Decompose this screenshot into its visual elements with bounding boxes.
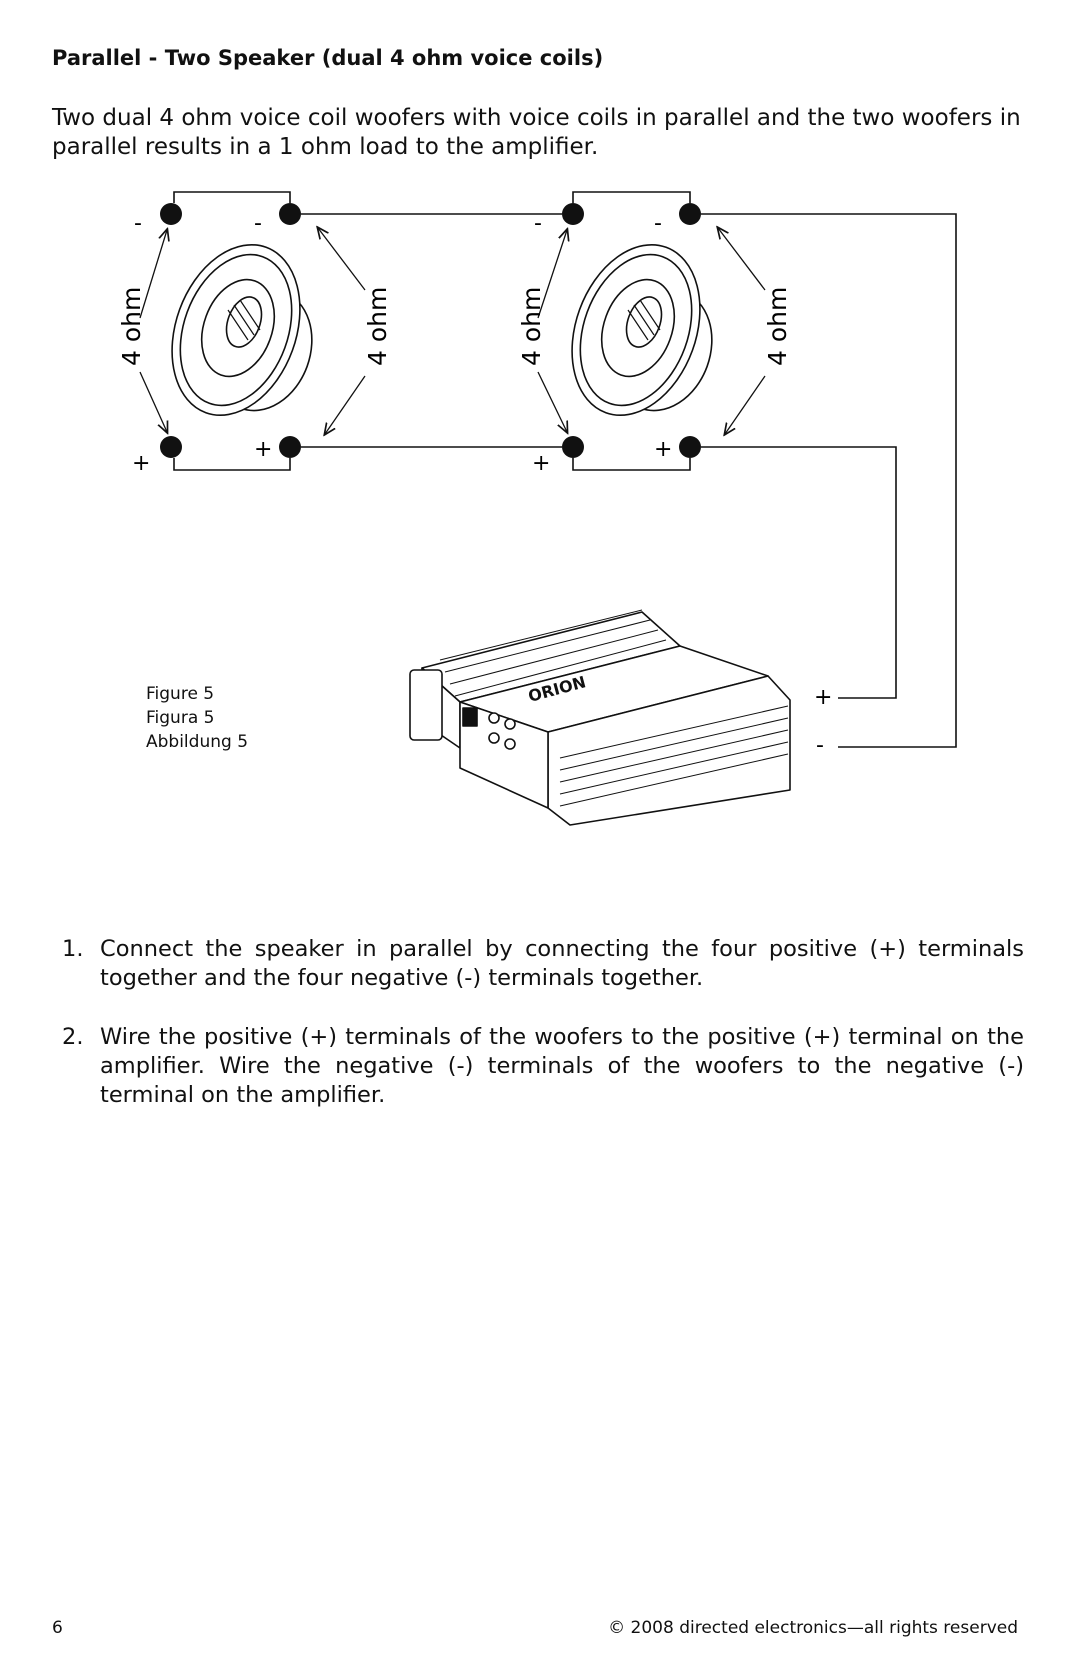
terminal-plus-icon <box>562 436 584 458</box>
terminal-minus-icon <box>562 203 584 225</box>
woofer-1: 4 ohm 4 ohm - - + + <box>117 191 392 476</box>
plus-label: + <box>654 437 672 462</box>
step-number: 1. <box>62 936 84 962</box>
plus-label: + <box>132 451 150 476</box>
page-number: 6 <box>52 1618 63 1638</box>
coil-impedance-label: 4 ohm <box>363 287 392 366</box>
amp-minus-label: - <box>816 733 824 758</box>
wiring-diagram: 4 ohm 4 ohm - - + + 4 ohm 4 ohm - - + + <box>117 191 957 826</box>
step-number: 2. <box>62 1024 84 1050</box>
woofer-2: 4 ohm 4 ohm - - + + <box>517 191 792 476</box>
plus-label: + <box>254 437 272 462</box>
positive-jumper <box>572 458 691 471</box>
step-text: Connect the speaker in parallel by conne… <box>100 936 1024 991</box>
figure-caption: Figure 5 Figura 5 Abbildung 5 <box>146 682 248 754</box>
minus-label: - <box>534 211 542 236</box>
negative-jumper <box>173 191 291 203</box>
amp-plus-label: + <box>814 685 832 710</box>
negative-wire-to-amp <box>701 213 957 748</box>
plus-label: + <box>532 451 550 476</box>
terminal-plus-icon <box>679 436 701 458</box>
list-item: 2. Wire the positive (+) terminals of th… <box>62 1023 1024 1110</box>
minus-label: - <box>654 211 662 236</box>
copyright-notice: © 2008 directed electronics—all rights r… <box>608 1618 1018 1638</box>
list-item: 1. Connect the speaker in parallel by co… <box>62 935 1024 993</box>
caption-english: Figure 5 <box>146 684 215 704</box>
caption-german: Abbildung 5 <box>146 732 249 752</box>
caption-spanish: Figura 5 <box>146 708 215 728</box>
terminal-plus-icon <box>160 436 182 458</box>
section-heading: Parallel - Two Speaker (dual 4 ohm voice… <box>52 46 604 70</box>
terminal-minus-icon <box>160 203 182 225</box>
terminal-minus-icon <box>679 203 701 225</box>
minus-label: - <box>254 211 262 236</box>
instruction-list: 1. Connect the speaker in parallel by co… <box>62 935 1024 1140</box>
wires <box>301 213 957 748</box>
speaker-icon <box>171 243 313 417</box>
step-text: Wire the positive (+) terminals of the w… <box>100 1024 1024 1108</box>
speaker-icon <box>571 243 713 417</box>
positive-jumper <box>173 458 291 471</box>
coil-impedance-label: 4 ohm <box>517 287 546 366</box>
amplifier-icon: ORION <box>409 609 791 826</box>
negative-jumper <box>572 191 691 203</box>
coil-impedance-label: 4 ohm <box>117 287 146 366</box>
coil-impedance-label: 4 ohm <box>763 287 792 366</box>
terminal-plus-icon <box>279 436 301 458</box>
positive-wire-to-amp <box>701 446 897 699</box>
minus-label: - <box>134 211 142 236</box>
terminal-minus-icon <box>279 203 301 225</box>
intro-paragraph: Two dual 4 ohm voice coil woofers with v… <box>52 105 1021 160</box>
